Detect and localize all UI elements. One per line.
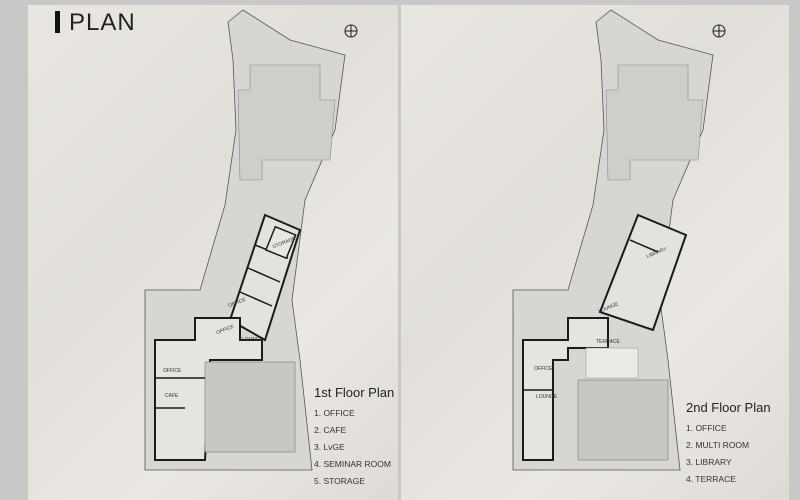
- room-label-office: OFFICE: [534, 366, 553, 372]
- existing-building: [237, 64, 336, 181]
- legend-heading: 2nd Floor Plan: [686, 400, 771, 415]
- library-wing: [598, 213, 688, 332]
- existing-building: [605, 64, 704, 181]
- second-floor-legend: 2nd Floor Plan 1. OFFICE 2. MULTI ROOM 3…: [686, 400, 771, 491]
- second-floor-plan: [512, 9, 726, 471]
- room-label-terrace: TERRACE: [596, 339, 620, 345]
- wall: [239, 291, 273, 307]
- north-arrow-icon: [344, 24, 358, 38]
- legend-item: 2. MULTI ROOM: [686, 440, 750, 450]
- room-label-cafe: CAFE: [165, 393, 179, 399]
- legend-item: 1. OFFICE: [686, 423, 727, 433]
- legend-item: 1. OFFICE: [314, 408, 355, 418]
- page-title: PLAN: [55, 9, 136, 37]
- legend-item: 3. LIBRARY: [686, 457, 732, 467]
- lower-block: [522, 317, 609, 461]
- first-floor-plan: [144, 9, 358, 471]
- terrace: [585, 347, 639, 379]
- room-label-lounge: LOUNGE: [536, 394, 558, 400]
- first-floor-legend: 1st Floor Plan 1. OFFICE 2. CAFE 3. LvGE…: [314, 385, 394, 493]
- storage-room: [264, 225, 297, 260]
- room-label-office: OFFICE: [163, 368, 182, 374]
- title-bar: [55, 11, 60, 33]
- courtyard: [577, 379, 669, 461]
- legend-item: 3. LvGE: [314, 442, 345, 452]
- title-text: PLAN: [69, 9, 136, 36]
- legend-item: 5. STORAGE: [314, 476, 365, 486]
- legend-item: 4. SEMINAR ROOM: [314, 459, 391, 469]
- north-arrow-icon: [712, 24, 726, 38]
- legend-item: 4. TERRACE: [686, 474, 736, 484]
- wall: [247, 267, 281, 283]
- legend-heading: 1st Floor Plan: [314, 385, 395, 400]
- room-label-lounge: LOUNGE: [242, 337, 264, 343]
- wall: [629, 239, 659, 253]
- legend-item: 2. CAFE: [314, 425, 347, 435]
- courtyard: [204, 361, 296, 453]
